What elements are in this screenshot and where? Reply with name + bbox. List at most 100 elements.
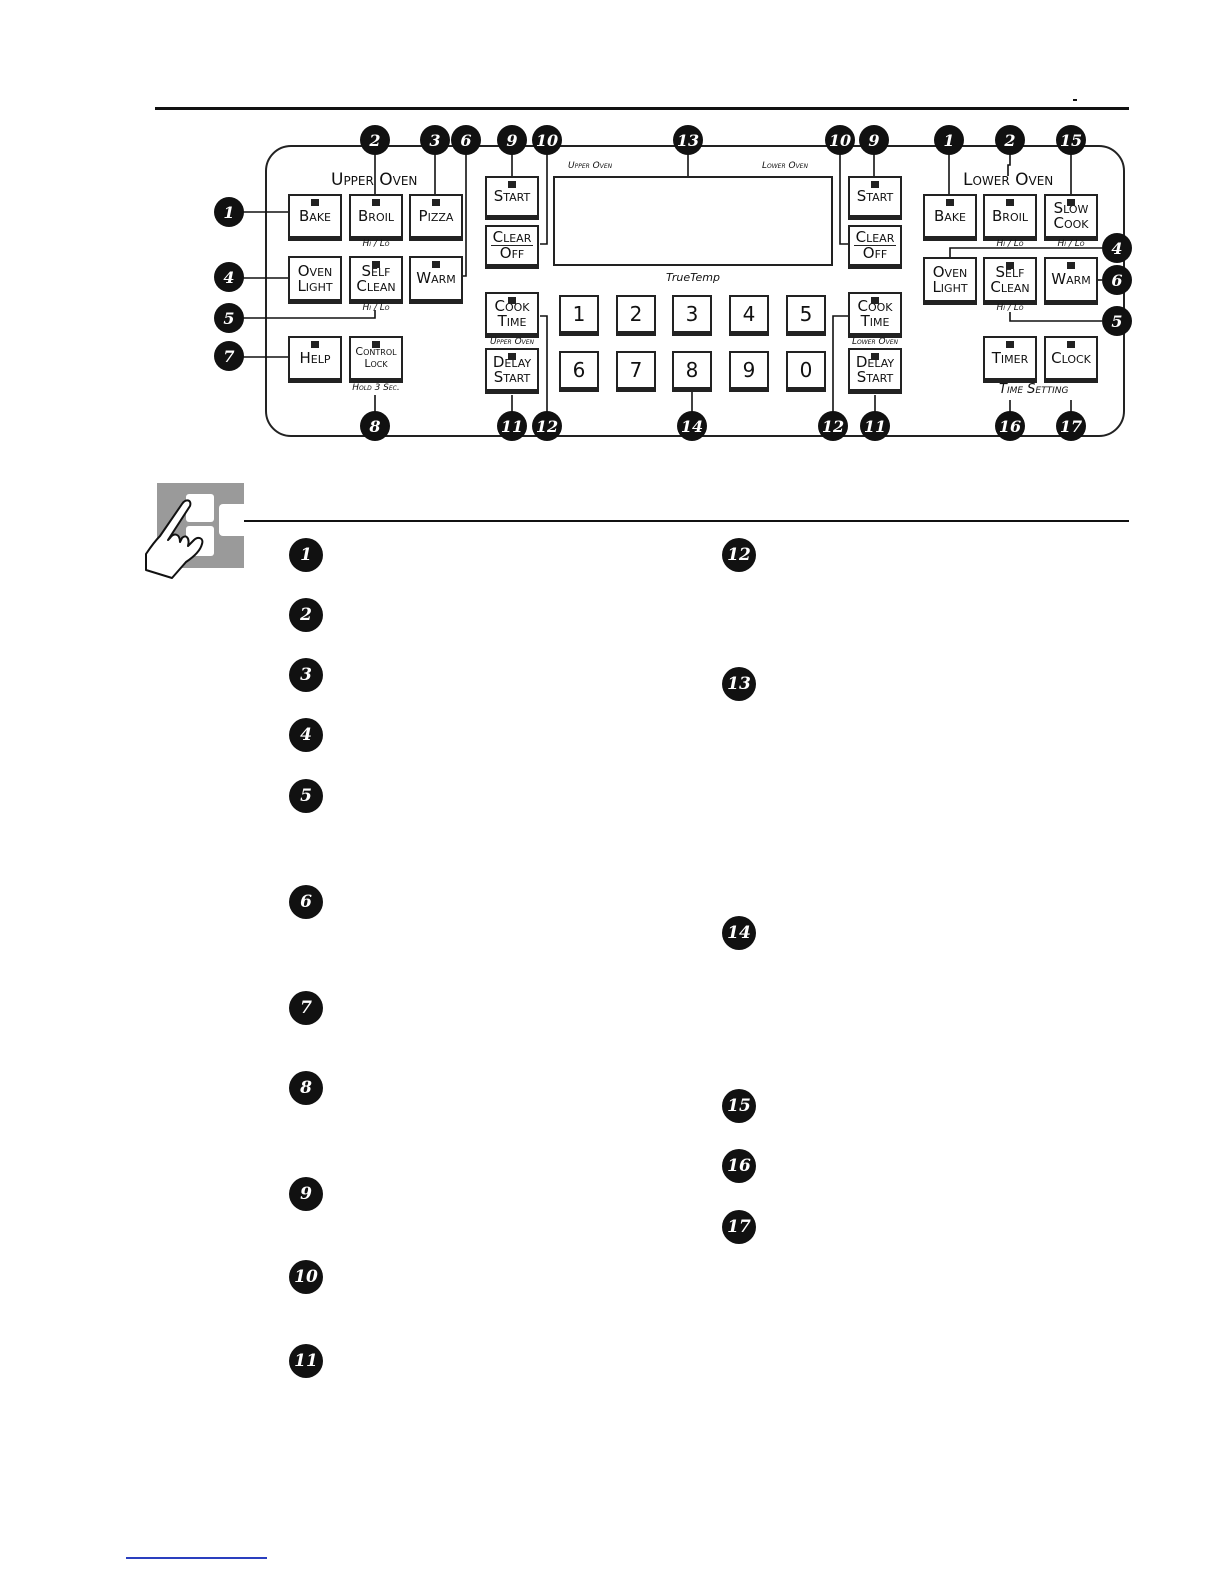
button-label-line1: Oven (932, 262, 968, 281)
display-lower-oven-label: Lower Oven (762, 161, 808, 171)
slow-cook-hi-lo: Hi / Lo (1057, 239, 1085, 249)
list-badge: 13 (722, 667, 756, 701)
button-label: Start (493, 187, 531, 205)
list-badge: 4 (289, 718, 323, 752)
indicator-led (432, 261, 440, 268)
button-label: Bake (299, 206, 331, 225)
key-8[interactable]: 8 (672, 351, 712, 389)
callout-badge: 6 (1102, 265, 1132, 295)
list-badge: 14 (722, 916, 756, 950)
button-label-line2: Start (493, 367, 531, 386)
button-label-line1: Cook (494, 296, 530, 315)
hold-3-sec-label: Hold 3 Sec. (352, 383, 400, 393)
indicator-led (871, 181, 879, 188)
list-badge: 10 (289, 1260, 323, 1294)
key-0[interactable]: 0 (786, 351, 826, 389)
display-window (553, 176, 833, 266)
button-label: Start (856, 187, 894, 205)
button-label-line2: Off (499, 244, 525, 262)
indicator-led (1067, 262, 1075, 269)
lower-warm-button[interactable]: Warm (1044, 257, 1098, 302)
link-underline (126, 1557, 267, 1559)
callout-badge: 10 (532, 125, 562, 155)
indicator-led (508, 353, 516, 360)
callout-badge: 9 (859, 125, 889, 155)
clock-button[interactable]: Clock (1044, 336, 1098, 380)
upper-self-clean-button[interactable]: Self Clean (349, 256, 403, 301)
list-badge: 7 (289, 991, 323, 1025)
callout-badge: 11 (860, 411, 890, 441)
upper-clear-off-button[interactable]: Clear Off (485, 225, 539, 266)
time-setting-label: Time Setting (999, 382, 1069, 397)
upper-broil-button[interactable]: Broil (349, 194, 403, 238)
key-5[interactable]: 5 (786, 295, 826, 333)
indicator-led (1006, 262, 1014, 269)
button-label-line2: Time (497, 311, 527, 330)
hand-pointer-icon (145, 499, 204, 579)
lower-clear-off-button[interactable]: Clear Off (848, 225, 902, 266)
lower-oven-light-button[interactable]: Oven Light (923, 257, 977, 302)
lower-bake-button[interactable]: Bake (923, 194, 977, 238)
upper-pizza-button[interactable]: Pizza (409, 194, 463, 238)
timer-button[interactable]: Timer (983, 336, 1037, 380)
key-3[interactable]: 3 (672, 295, 712, 333)
button-label: Timer (991, 348, 1029, 367)
callout-badge: 1 (214, 197, 244, 227)
indicator-led (871, 353, 879, 360)
upper-warm-button[interactable]: Warm (409, 256, 463, 301)
lower-self-clean-hi-lo: Hi / Lo (996, 303, 1024, 313)
control-lock-button[interactable]: Control Lock (349, 336, 403, 380)
list-badge: 1 (289, 538, 323, 572)
slow-cook-button[interactable]: Slow Cook (1044, 194, 1098, 238)
key-6[interactable]: 6 (559, 351, 599, 389)
button-label: Warm (1051, 270, 1091, 288)
callout-badge: 4 (1102, 233, 1132, 263)
lower-broil-button[interactable]: Broil (983, 194, 1037, 238)
indicator-led (1067, 199, 1075, 206)
upper-oven-light-button[interactable]: Oven Light (288, 256, 342, 301)
callout-badge: 10 (825, 125, 855, 155)
callout-badge: 5 (1102, 306, 1132, 336)
indicator-led (1006, 341, 1014, 348)
help-button[interactable]: Help (288, 336, 342, 380)
lower-delay-start-button[interactable]: Delay Start (848, 348, 902, 391)
button-label: Warm (416, 269, 456, 287)
lower-oven-small-label: Lower Oven (852, 337, 898, 347)
button-label-line2: Start (856, 367, 894, 386)
key-7[interactable]: 7 (616, 351, 656, 389)
callout-badge: 17 (1056, 411, 1086, 441)
list-badge: 11 (289, 1344, 323, 1378)
indicator-led (432, 199, 440, 206)
upper-delay-start-button[interactable]: Delay Start (485, 348, 539, 391)
indicator-led (311, 341, 319, 348)
key-4[interactable]: 4 (729, 295, 769, 333)
button-label: Help (299, 348, 331, 367)
button-label-line1: Clear (490, 228, 534, 246)
upper-oven-small-label: Upper Oven (489, 337, 535, 347)
key-1[interactable]: 1 (559, 295, 599, 333)
lower-start-button[interactable]: Start (848, 176, 902, 217)
key-9[interactable]: 9 (729, 351, 769, 389)
button-label-line2: Lock (364, 357, 388, 370)
indicator-led (946, 199, 954, 206)
upper-cook-time-button[interactable]: Cook Time (485, 292, 539, 335)
upper-self-clean-hi-lo: Hi / Lo (362, 303, 390, 313)
icon-white-square-top (186, 494, 214, 522)
lower-self-clean-button[interactable]: Self Clean (983, 257, 1037, 302)
indicator-led (871, 297, 879, 304)
header-tick (1073, 99, 1077, 101)
callout-badge: 2 (360, 125, 390, 155)
button-label-line1: Self (995, 262, 1025, 281)
key-2[interactable]: 2 (616, 295, 656, 333)
lower-oven-label: Lower Oven (963, 170, 1054, 190)
upper-start-button[interactable]: Start (485, 176, 539, 217)
indicator-led (311, 199, 319, 206)
lower-cook-time-button[interactable]: Cook Time (848, 292, 902, 335)
upper-oven-label: Upper Oven (331, 170, 418, 190)
indicator-led (372, 261, 380, 268)
button-label-line1: Delay (492, 352, 532, 371)
upper-bake-button[interactable]: Bake (288, 194, 342, 238)
button-label-line1: Control (355, 345, 397, 358)
icon-white-square-right (219, 504, 244, 536)
